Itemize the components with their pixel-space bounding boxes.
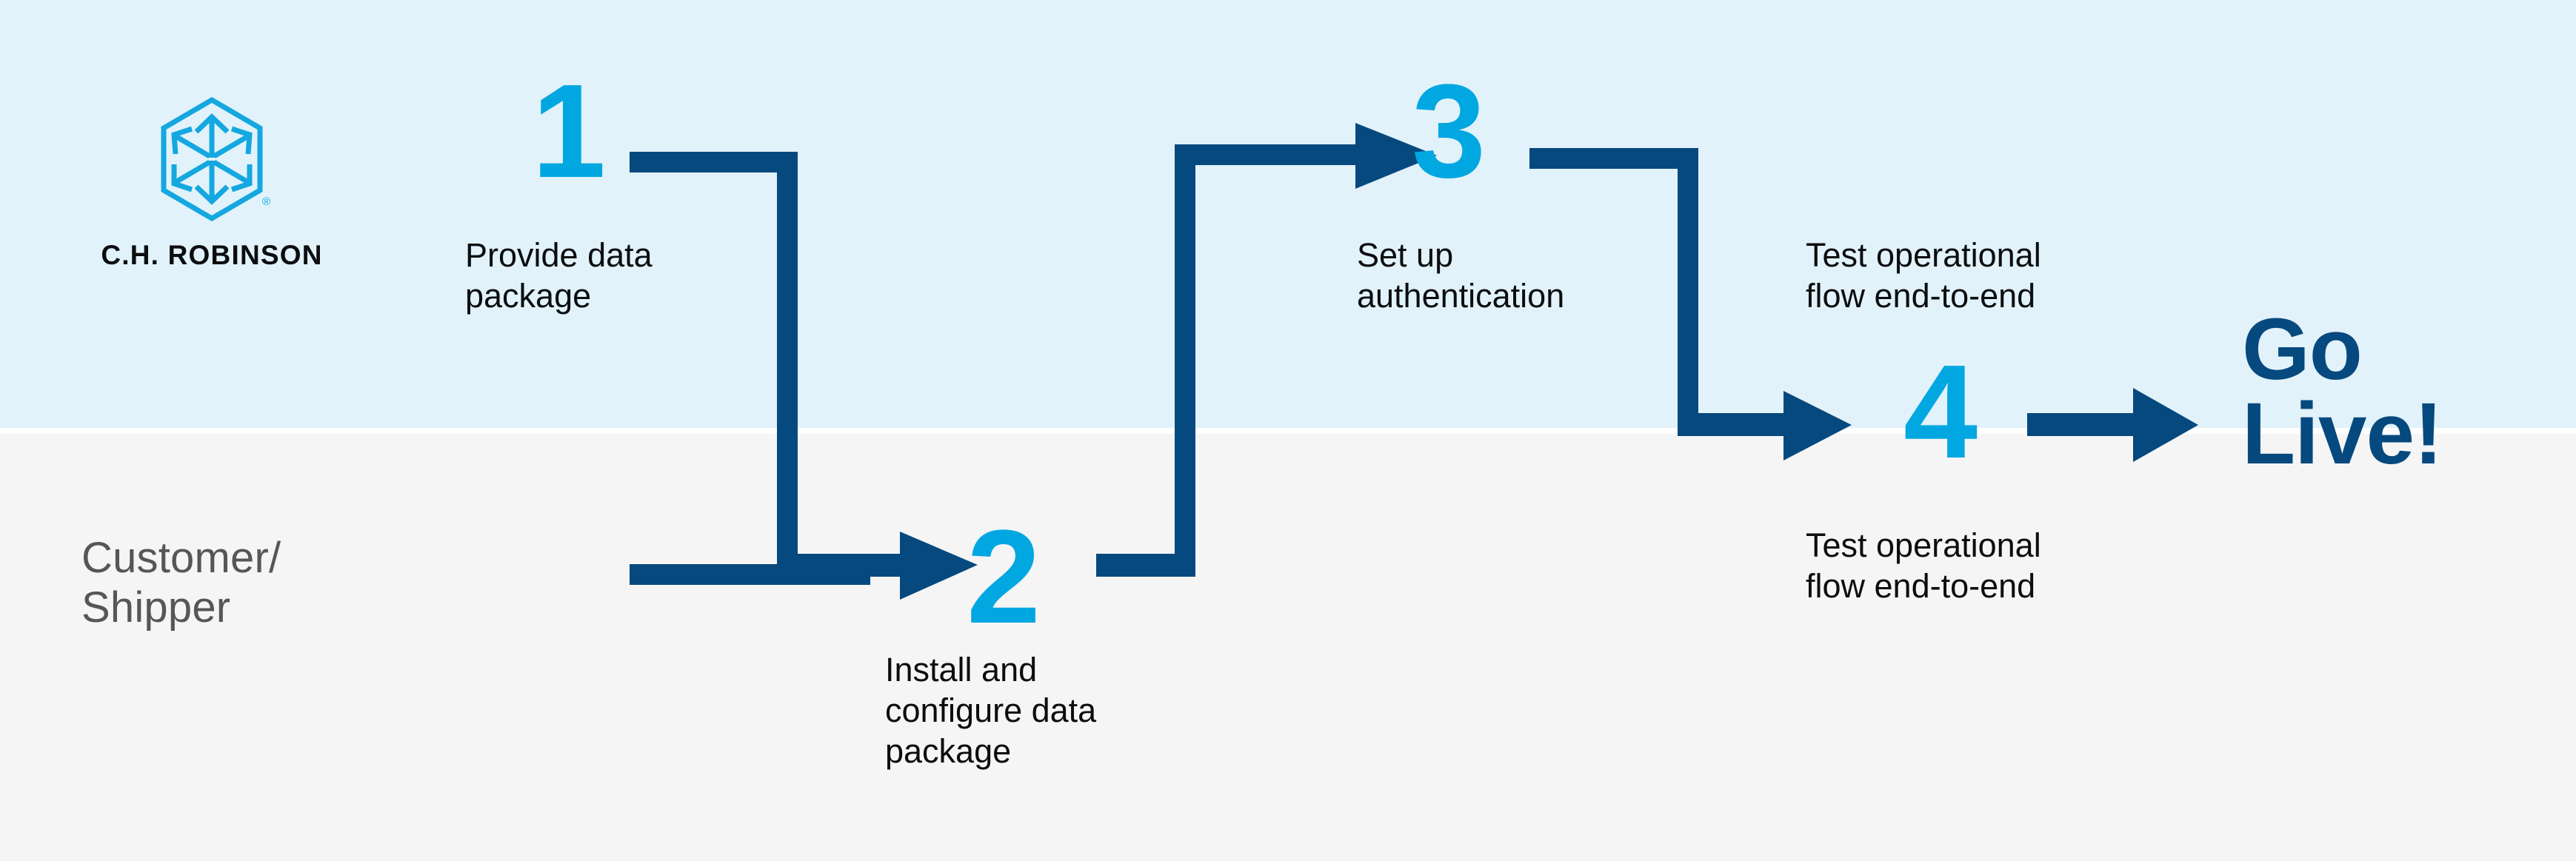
- go-live-label: Go Live!: [2242, 301, 2443, 483]
- brand-wordmark: C.H. ROBINSON: [101, 240, 323, 270]
- band-bottom: [0, 434, 2576, 861]
- step-2-caption: Install and configure data package: [885, 651, 1097, 770]
- step-1-caption: Provide data package: [465, 236, 653, 315]
- step-4-caption: Test operational flow end-to-end: [1806, 526, 2041, 605]
- lane-label-customer-shipper: Customer/ Shipper: [81, 534, 281, 632]
- registered-trademark-icon: ®: [261, 195, 270, 208]
- step-3-number: 3: [1412, 57, 1486, 206]
- brand-logo-block: ® C.H. ROBINSON: [71, 96, 353, 271]
- band-top: [0, 0, 2576, 428]
- hexagon-arrows-logo-icon: ®: [156, 96, 270, 222]
- step-4-number: 4: [1903, 338, 1978, 486]
- step-3-followup-caption: Test operational flow end-to-end: [1806, 236, 2041, 315]
- step-3-caption: Set up authentication: [1357, 236, 1565, 315]
- step-1-number: 1: [532, 57, 606, 206]
- step-2-number: 2: [967, 503, 1041, 651]
